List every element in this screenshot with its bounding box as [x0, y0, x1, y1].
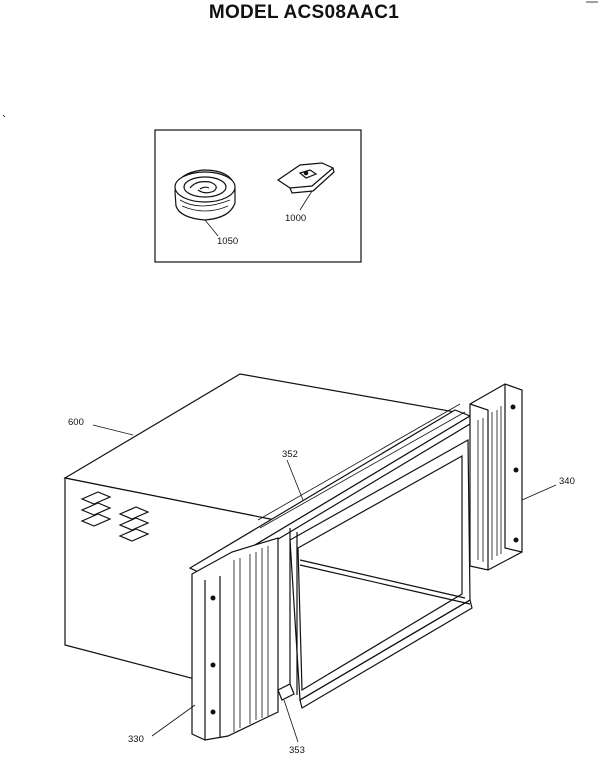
leader-340: [521, 484, 557, 501]
side-panel-left-part-330: [191, 537, 279, 741]
part-label-1050: 1050: [217, 236, 238, 247]
part-label-600: 600: [68, 417, 84, 428]
stray-marks: [2, 1, 598, 118]
side-panel-right-part-340: [469, 383, 523, 571]
mounting-bracket-part-1000: [276, 162, 335, 211]
leader-352: [286, 459, 304, 501]
part-label-1000: 1000: [285, 213, 306, 224]
bottom-bracket-part-353: [277, 683, 295, 701]
part-label-353: 353: [289, 745, 305, 756]
part-label-330: 330: [128, 734, 144, 745]
foam-seal-roll-part-1050: [174, 169, 236, 237]
leader-600: [92, 424, 134, 436]
part-label-340: 340: [559, 476, 575, 487]
leader-330: [151, 704, 196, 737]
leader-353: [283, 699, 299, 743]
hardware-inset-box: [154, 129, 362, 263]
part-label-352: 352: [282, 449, 298, 460]
page-title: MODEL ACS08AAC1: [208, 2, 400, 23]
